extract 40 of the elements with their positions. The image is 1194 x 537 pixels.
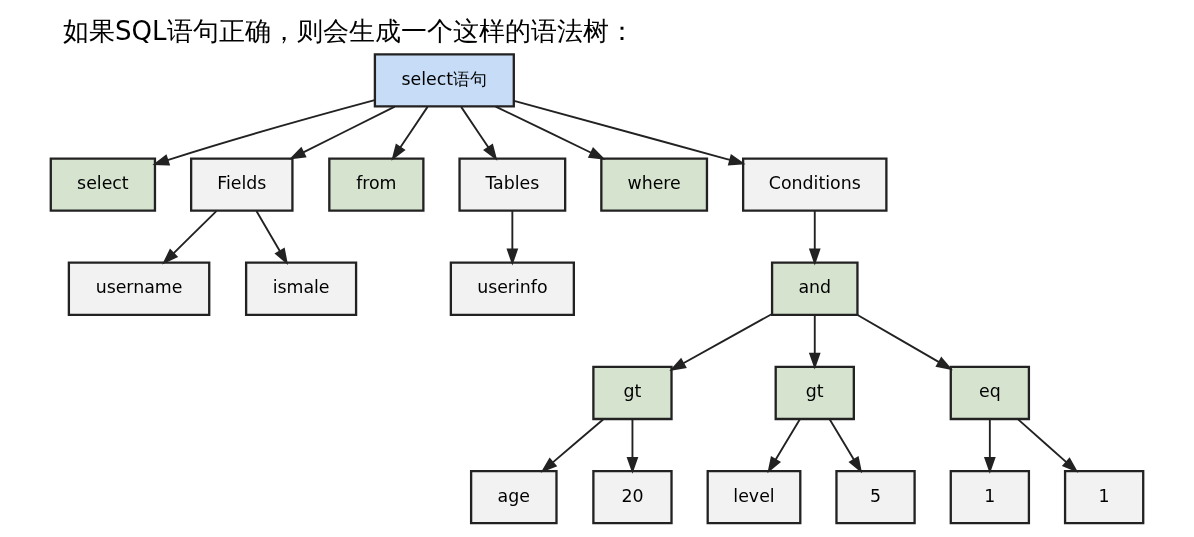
arrow	[152, 99, 376, 166]
arrow	[255, 210, 289, 266]
arrow	[856, 314, 953, 371]
arrow	[983, 418, 996, 474]
arrow	[669, 313, 773, 371]
node-box: select	[49, 157, 157, 212]
node-box: username	[67, 261, 211, 316]
arrow	[460, 105, 498, 161]
arrow	[494, 105, 606, 160]
arrow	[513, 99, 746, 166]
node-box: 1	[949, 469, 1031, 525]
arrow	[289, 105, 396, 160]
node-box: userinfo	[449, 261, 575, 316]
arrow	[391, 105, 429, 161]
node-box: 1	[1063, 469, 1145, 525]
node-box: gt	[592, 365, 673, 421]
arrow	[506, 210, 519, 266]
node-box: Fields	[190, 157, 294, 212]
arrow	[626, 418, 639, 474]
node-box: eq	[949, 365, 1031, 421]
arrow	[767, 418, 801, 474]
node-box: from	[328, 157, 425, 212]
node-box: ismale	[244, 261, 358, 316]
arrow	[828, 418, 863, 474]
arrow	[808, 314, 821, 370]
arrow	[808, 210, 821, 266]
arrow	[1017, 418, 1079, 473]
node-box: Conditions	[742, 157, 888, 212]
node-box: gt	[774, 365, 855, 421]
node-box: Tables	[458, 157, 567, 212]
node-box: level	[706, 469, 802, 525]
node-box: where	[600, 157, 709, 212]
arrow	[540, 418, 605, 473]
diagram-title: 如果SQL语句正确，则会生成一个这样的语法树：	[63, 16, 635, 47]
node-box: 20	[592, 469, 673, 525]
arrow	[162, 210, 218, 265]
node-box: age	[469, 469, 558, 525]
node-box: 5	[835, 469, 916, 525]
node-box: and	[770, 261, 859, 316]
node-box: select语句	[373, 53, 515, 108]
